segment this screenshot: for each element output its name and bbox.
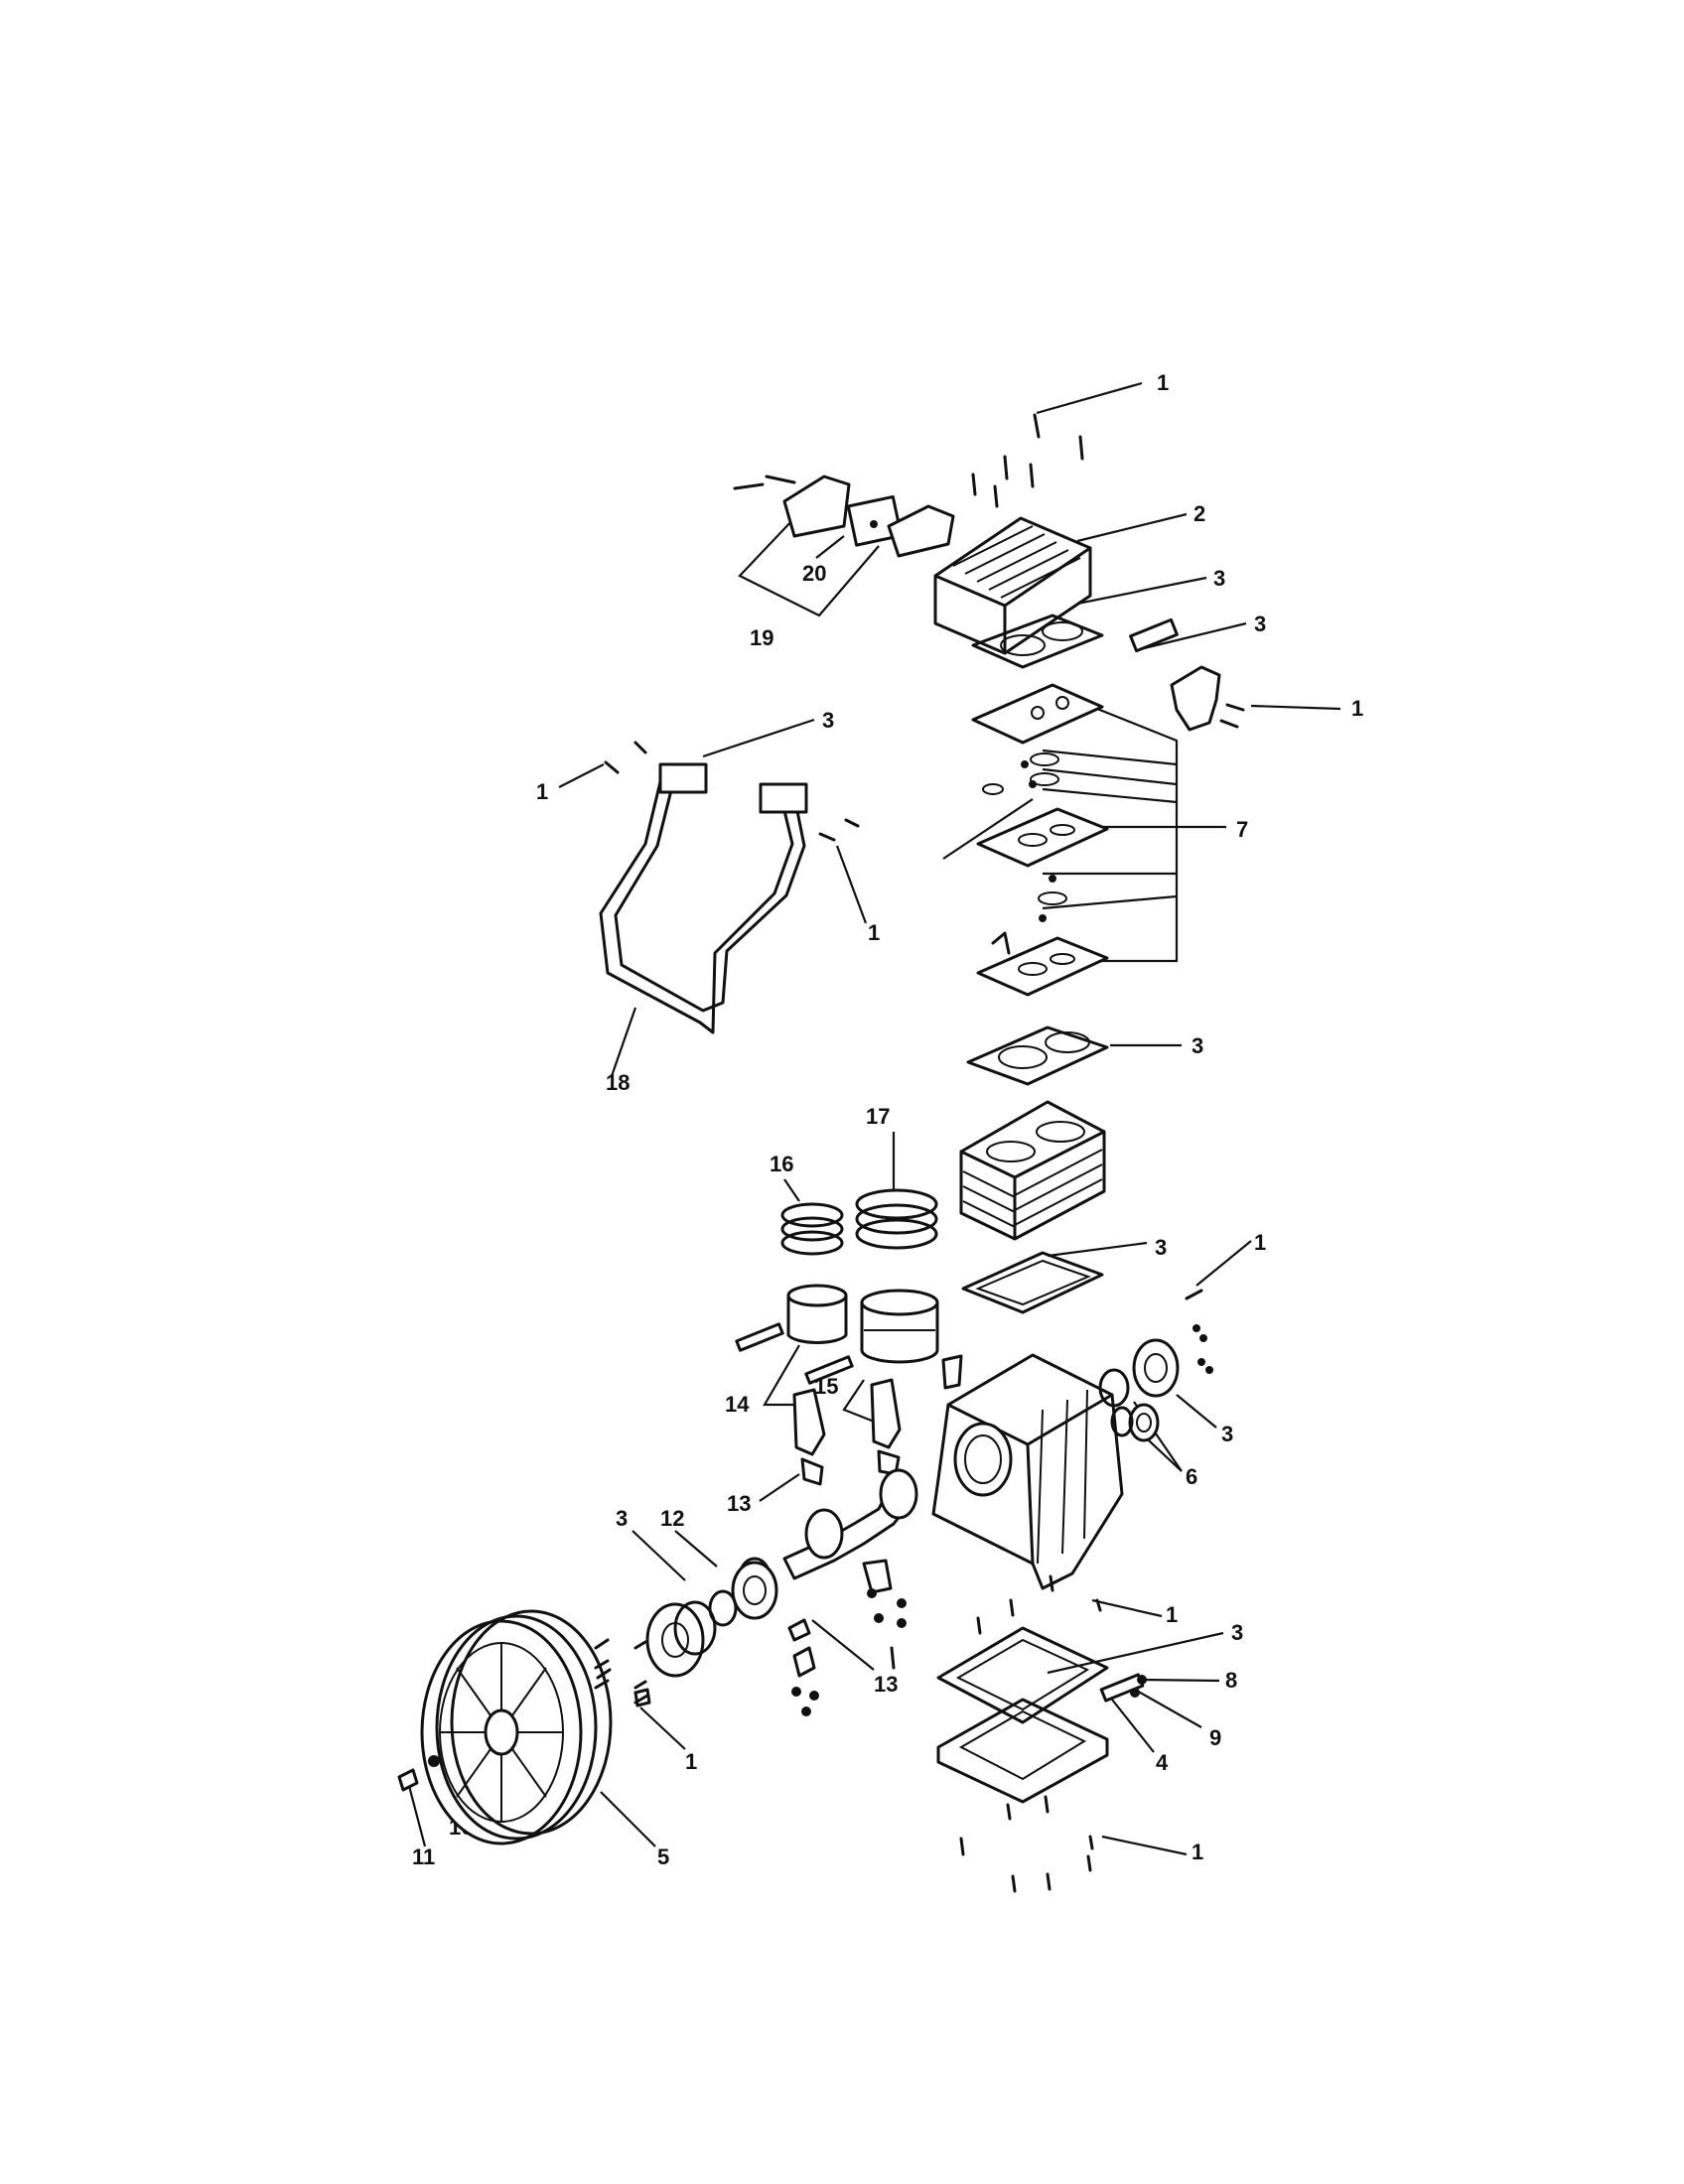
part-bearing xyxy=(708,1561,778,1627)
part-flywheel-screws xyxy=(594,1659,649,1705)
callout-3: 3 xyxy=(1221,1422,1233,1446)
part-head-gasket xyxy=(971,614,1104,669)
callout-3: 3 xyxy=(1254,612,1266,636)
callout-3: 3 xyxy=(616,1506,628,1531)
part-cylinder xyxy=(959,1100,1106,1241)
callout-1: 1 xyxy=(1254,1230,1266,1255)
callout-1: 1 xyxy=(1192,1840,1203,1864)
callout-8: 8 xyxy=(1225,1668,1237,1693)
callout-11: 11 xyxy=(412,1844,435,1869)
part-bearing-carrier-left xyxy=(645,1600,717,1678)
callout-3: 3 xyxy=(1155,1235,1167,1260)
callout-19: 19 xyxy=(750,625,773,650)
callout-2: 2 xyxy=(1193,501,1205,526)
part-pistons xyxy=(786,1284,939,1364)
leader-lines xyxy=(406,381,1341,1856)
callout-12: 12 xyxy=(660,1506,684,1531)
part-connecting-rods xyxy=(792,1378,902,1486)
callout-14: 14 xyxy=(725,1392,750,1417)
callout-1: 1 xyxy=(868,920,880,945)
part-valve-plate-assembly xyxy=(971,683,1109,997)
part-flywheel xyxy=(420,1609,613,1845)
part-dipstick-plug xyxy=(1099,1673,1147,1703)
part-cylinder-gasket xyxy=(966,1025,1109,1086)
callout-16: 16 xyxy=(770,1152,793,1176)
callout-1: 1 xyxy=(1166,1602,1178,1627)
part-aftercooler-tube xyxy=(599,741,860,1034)
callout-13: 13 xyxy=(874,1672,898,1697)
callout-20: 20 xyxy=(802,561,826,586)
callout-9: 9 xyxy=(1209,1725,1221,1750)
part-breather-fitting xyxy=(941,1354,963,1390)
callout-1: 1 xyxy=(1157,370,1169,395)
part-crankcase xyxy=(931,1353,1124,1590)
part-head-bolts xyxy=(733,413,1084,508)
part-small-hardware xyxy=(594,1588,907,1716)
part-flywheel-bolt-washer xyxy=(397,1755,440,1792)
callout-7: 7 xyxy=(1236,817,1248,842)
part-cylinder-head xyxy=(933,516,1092,655)
callout-1: 1 xyxy=(1351,696,1363,721)
callout-1: 1 xyxy=(536,779,548,804)
part-wrist-pins xyxy=(735,1322,854,1385)
callout-17: 17 xyxy=(866,1104,890,1129)
callout-6: 6 xyxy=(1186,1464,1197,1489)
callout-5: 5 xyxy=(657,1844,669,1869)
callout-3: 3 xyxy=(822,708,834,733)
callout-3: 3 xyxy=(1231,1620,1243,1645)
part-outlet-elbow xyxy=(1129,617,1245,732)
callout-18: 18 xyxy=(606,1070,630,1095)
part-unloader-block xyxy=(782,475,955,558)
callout-4: 4 xyxy=(1156,1750,1169,1775)
callout-3: 3 xyxy=(1192,1033,1203,1058)
part-base-gasket xyxy=(936,1626,1109,1724)
part-bearing-carrier-right xyxy=(1098,1289,1213,1408)
callout-1: 1 xyxy=(685,1749,697,1774)
part-piston-rings-small xyxy=(780,1202,844,1256)
callout-labels: 1 2 3 3 20 19 1 3 1 1 7 3 18 17 16 3 1 1… xyxy=(412,370,1363,1869)
callout-3: 3 xyxy=(1213,566,1225,591)
part-base-plate xyxy=(936,1698,1109,1804)
part-crankcase-gasket xyxy=(961,1251,1104,1314)
callout-13: 13 xyxy=(727,1491,751,1516)
part-piston-rings-large xyxy=(855,1188,938,1250)
part-base-plate-bolts xyxy=(959,1574,1102,1893)
part-seals xyxy=(1110,1403,1160,1442)
